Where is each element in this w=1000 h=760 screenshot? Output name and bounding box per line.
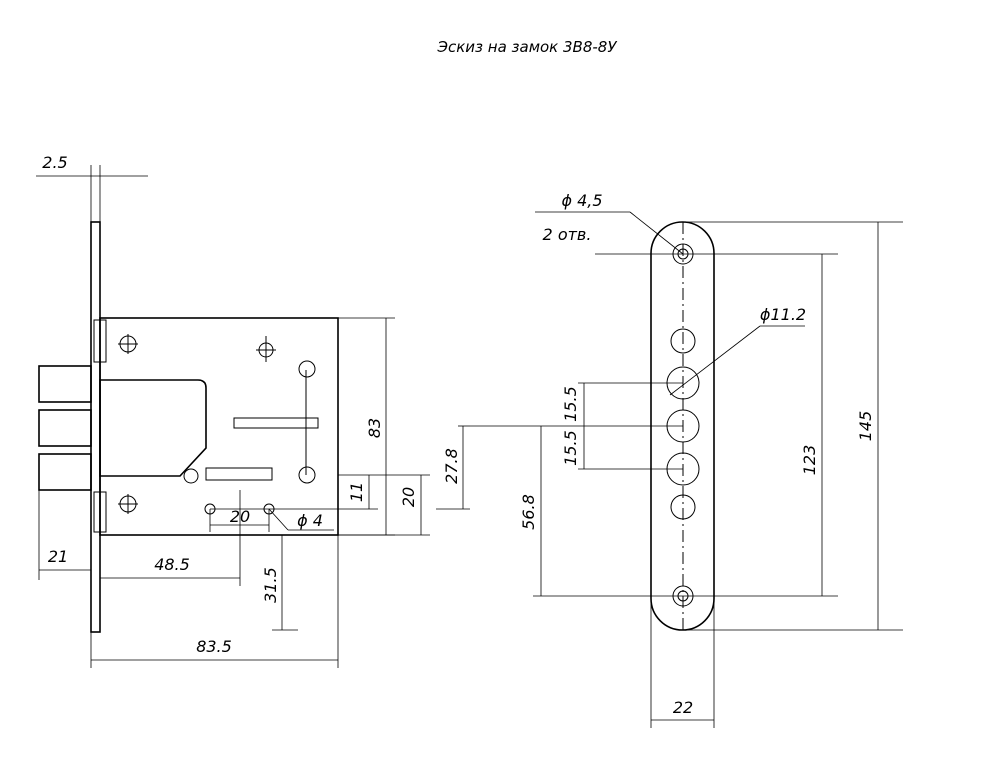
dim-mount-hole-count: 2 отв. bbox=[543, 225, 592, 244]
pin-left bbox=[183, 468, 199, 484]
faceplate bbox=[90, 221, 101, 633]
dim-bolt-projection: 21 bbox=[48, 547, 68, 566]
dim-total-length: 145 bbox=[856, 411, 875, 442]
lock-body-dimensions: 2.5 83.5 21 48.5 83 20 11 20 bbox=[36, 153, 470, 668]
dim-height-83: 83 bbox=[365, 418, 384, 438]
dim-height-20: 20 bbox=[399, 487, 418, 507]
dim-pitch-lower: 15.5 bbox=[561, 430, 580, 466]
dim-width: 22 bbox=[673, 698, 693, 717]
bolt-carriage bbox=[99, 379, 207, 477]
dim-lower-offset: 31.5 bbox=[261, 567, 280, 603]
pivot-upper-right bbox=[298, 360, 316, 378]
bolt-lower bbox=[38, 453, 92, 491]
strike-plate-dimensions: ϕ 4,5 2 отв. ϕ11.2 15.5 15.5 56.8 123 14… bbox=[470, 191, 903, 728]
dim-backset-total: 83.5 bbox=[196, 637, 232, 656]
dim-offset-27-8: 27.8 bbox=[442, 448, 461, 484]
dim-spindle-offset: 48.5 bbox=[154, 555, 190, 574]
lock-body-view bbox=[38, 221, 339, 633]
dim-hole-diameter: ϕ 4 bbox=[297, 511, 323, 530]
dim-height-11: 11 bbox=[347, 482, 366, 502]
faceplate-boss-upper bbox=[93, 319, 107, 363]
dim-hole-spacing: 20 bbox=[230, 507, 250, 526]
dim-mount-hole-diameter: ϕ 4,5 bbox=[561, 191, 602, 210]
slot bbox=[233, 417, 319, 429]
bolt-upper bbox=[38, 365, 92, 403]
dim-faceplate-thickness: 2.5 bbox=[42, 153, 67, 172]
pivot-lower-right bbox=[298, 466, 316, 484]
hole-small-upper bbox=[670, 328, 696, 354]
dim-pitch-upper: 15.5 bbox=[561, 386, 580, 422]
bolt-middle bbox=[38, 409, 92, 447]
spindle-bar bbox=[205, 467, 273, 481]
drawing-title: Эскиз на замок 3В8-8У bbox=[436, 38, 617, 56]
dim-hole-center-distance: 123 bbox=[800, 445, 819, 476]
dim-bolt-hole-diameter: ϕ11.2 bbox=[760, 305, 806, 324]
faceplate-boss-lower bbox=[93, 491, 107, 533]
dim-offset-56-8: 56.8 bbox=[519, 494, 538, 530]
hole-small-lower bbox=[670, 494, 696, 520]
